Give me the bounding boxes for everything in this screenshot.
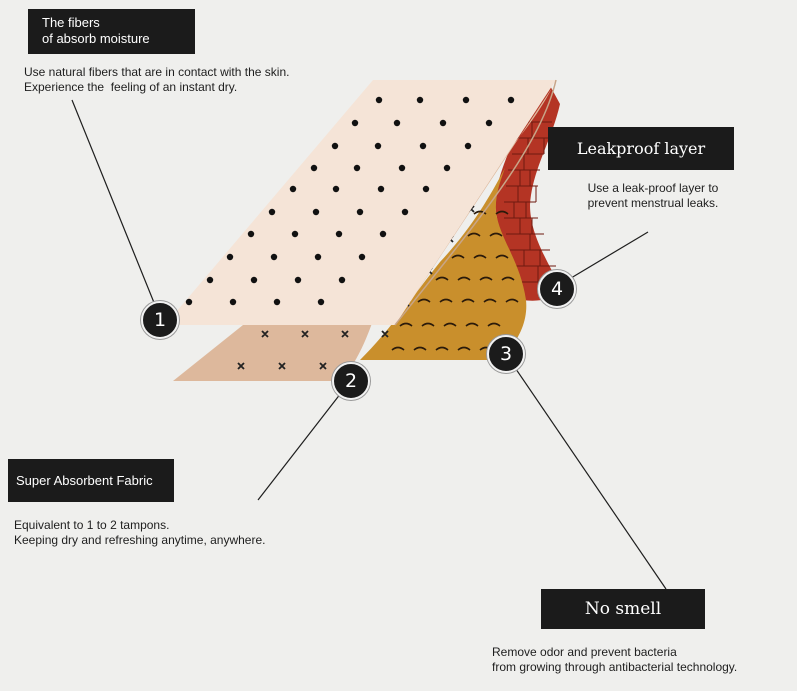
- leakproof-description: Use a leak-proof layer to prevent menstr…: [578, 181, 728, 211]
- absorbent-desc-line2: Keeping dry and refreshing anytime, anyw…: [14, 533, 266, 547]
- smell-desc-line1: Remove odor and prevent bacteria: [492, 645, 677, 659]
- smell-title-box: No smell: [541, 589, 705, 629]
- leakproof-desc-line1: Use a leak-proof layer to: [587, 181, 719, 195]
- fibers-title-line1: The fibers: [42, 15, 100, 30]
- fibers-desc-line2: Experience the feeling of an instant dry…: [24, 80, 238, 94]
- smell-description: Remove odor and prevent bacteria from gr…: [492, 645, 737, 675]
- badge-1: 1: [141, 301, 179, 339]
- absorbent-desc-line1: Equivalent to 1 to 2 tampons.: [14, 518, 170, 532]
- fibers-desc-line1: Use natural fibers that are in contact w…: [24, 65, 290, 79]
- leakproof-layer: [495, 82, 562, 301]
- absorbent-description: Equivalent to 1 to 2 tampons. Keeping dr…: [14, 518, 265, 548]
- badge-2: 2: [332, 362, 370, 400]
- fiber-top-layer: [165, 79, 557, 326]
- leakproof-desc-line2: prevent menstrual leaks.: [587, 196, 719, 210]
- fibers-description: Use natural fibers that are in contact w…: [24, 65, 289, 95]
- absorbent-title-box: Super Absorbent Fabric: [8, 459, 174, 502]
- badge-3: 3: [487, 335, 525, 373]
- badge-4: 4: [538, 270, 576, 308]
- leader-line-3: [504, 352, 667, 590]
- smell-desc-line2: from growing through antibacterial techn…: [492, 660, 738, 674]
- leader-line-1: [71, 99, 158, 311]
- fibers-title-box: The fibers of absorb moisture: [28, 9, 195, 54]
- fibers-title-line2: of absorb moisture: [42, 31, 150, 46]
- leakproof-title-box: Leakproof layer: [548, 127, 734, 170]
- leader-line-2: [257, 383, 349, 501]
